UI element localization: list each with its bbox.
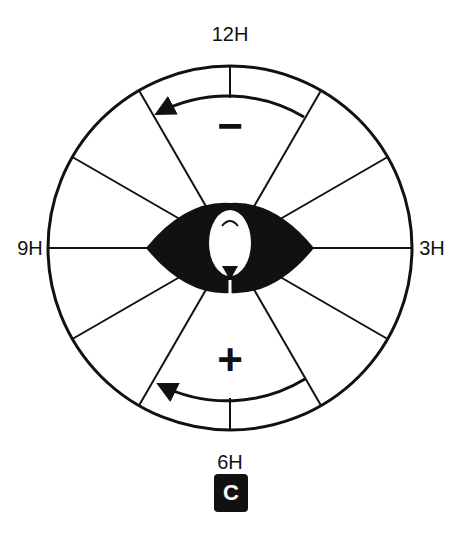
clock-circle (48, 66, 412, 430)
hour-label: 3H (419, 238, 445, 258)
sign-symbol: − (217, 104, 243, 148)
hour-spoke (139, 283, 210, 406)
sign-symbol: + (217, 338, 243, 382)
hour-spoke (139, 90, 210, 213)
hour-label: 6H (217, 452, 243, 472)
hour-spoke (229, 66, 231, 98)
eye-shape (146, 203, 314, 293)
hour-spoke (72, 157, 195, 228)
hour-spoke (72, 268, 195, 339)
hour-spoke (265, 157, 388, 228)
rotation-arrow (160, 379, 305, 401)
eye-detail (222, 266, 238, 280)
hour-spoke (250, 283, 321, 406)
eye-detail (222, 221, 238, 226)
hour-label: 12H (212, 24, 249, 44)
hour-spoke (265, 268, 388, 339)
label-box: C (214, 474, 248, 512)
box-letter: C (223, 482, 239, 504)
eye-detail (229, 280, 232, 296)
hour-spoke (229, 398, 231, 430)
hour-label: 9H (17, 238, 43, 258)
hour-spokes (48, 66, 412, 430)
